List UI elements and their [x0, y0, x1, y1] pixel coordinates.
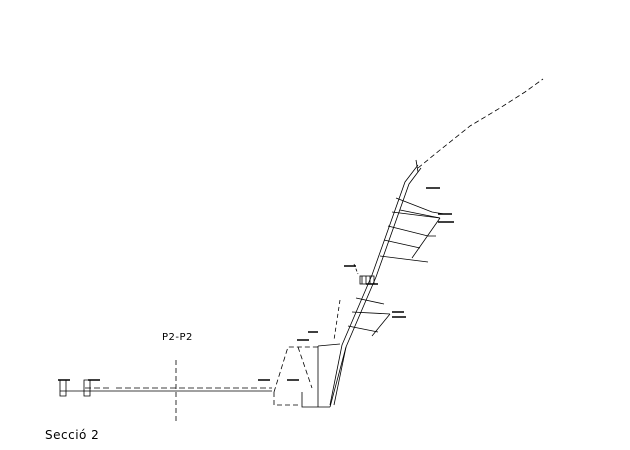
toe-wall: [273, 343, 347, 408]
base-platform: [59, 379, 272, 397]
retaining-slope-wall: [329, 159, 422, 406]
drawing-title: Secció 2: [45, 428, 100, 442]
lower-anchors: [347, 297, 391, 337]
elevation-markers: [58, 187, 454, 381]
upper-anchors: [379, 197, 445, 263]
terrain-profile-line: [417, 78, 544, 169]
section-mark-label: P2-P2: [162, 332, 193, 343]
